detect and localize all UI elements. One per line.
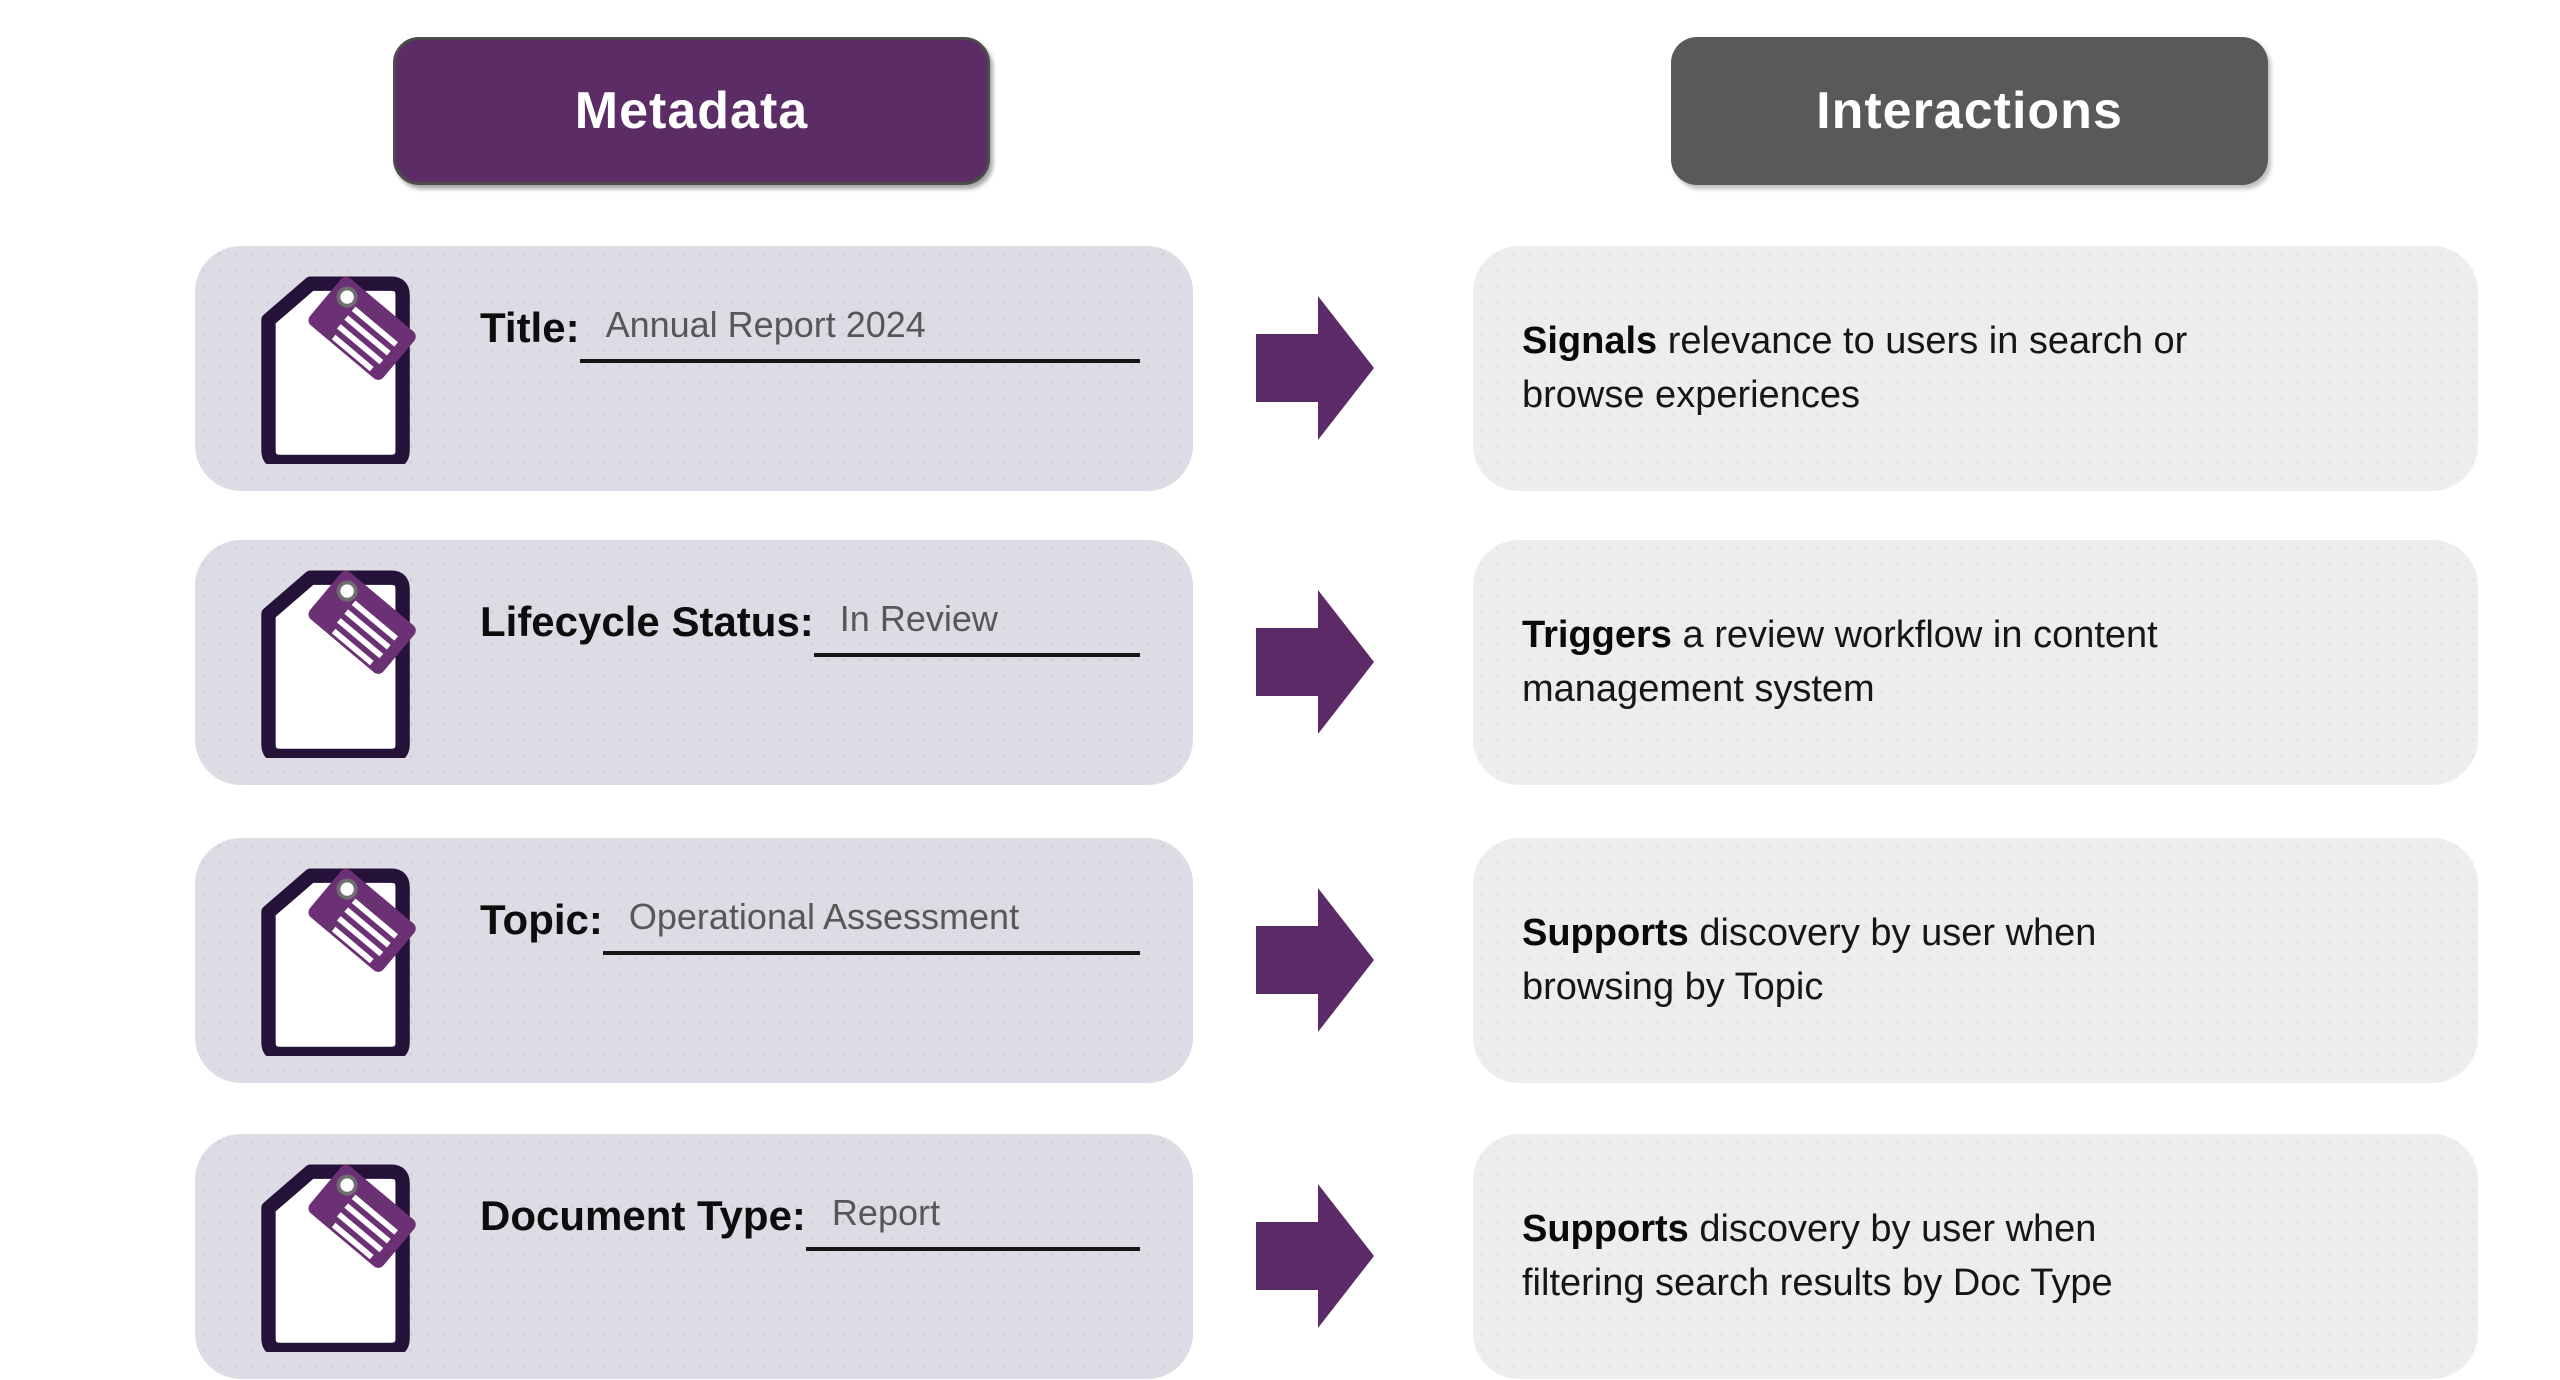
metadata-field: Lifecycle Status: In Review bbox=[480, 598, 1140, 658]
interaction-description: Supports discovery by user when filterin… bbox=[1473, 1203, 2113, 1311]
metadata-card: Lifecycle Status: In Review bbox=[195, 540, 1193, 785]
interaction-card: Supports discovery by user when browsing… bbox=[1473, 838, 2478, 1083]
field-value: Annual Report 2024 bbox=[579, 304, 1140, 364]
field-label: Document Type: bbox=[480, 1192, 806, 1240]
interaction-text-line1: discovery by user when bbox=[1688, 1207, 2097, 1250]
interaction-card: Signals relevance to users in search or … bbox=[1473, 246, 2478, 491]
document-with-tag-icon bbox=[261, 1164, 416, 1352]
interaction-description: Supports discovery by user when browsing… bbox=[1473, 907, 2096, 1015]
interaction-text-line2: management system bbox=[1522, 667, 1875, 710]
interaction-keyword: Triggers bbox=[1522, 613, 1672, 656]
document-with-tag-icon bbox=[261, 570, 416, 758]
metadata-row-lifecycle-status: Lifecycle Status: In Review Triggers a r… bbox=[0, 540, 2560, 785]
interaction-text-line1: discovery by user when bbox=[1688, 911, 2097, 954]
metadata-row-title: Title: Annual Report 2024 Signals releva… bbox=[0, 246, 2560, 491]
metadata-field: Title: Annual Report 2024 bbox=[480, 304, 1140, 364]
field-label: Title: bbox=[480, 304, 580, 352]
right-arrow-icon bbox=[1256, 296, 1374, 440]
right-arrow-icon bbox=[1256, 888, 1374, 1032]
metadata-field: Document Type: Report bbox=[480, 1192, 1140, 1252]
interaction-card: Supports discovery by user when filterin… bbox=[1473, 1134, 2478, 1379]
right-arrow-icon bbox=[1256, 1184, 1374, 1328]
interactions-header-label: Interactions bbox=[1816, 82, 2123, 140]
metadata-header-pill: Metadata bbox=[393, 37, 990, 185]
metadata-card: Title: Annual Report 2024 bbox=[195, 246, 1193, 491]
metadata-card: Document Type: Report bbox=[195, 1134, 1193, 1379]
metadata-header-label: Metadata bbox=[574, 82, 809, 140]
field-label: Topic: bbox=[480, 896, 603, 944]
interaction-text-line1: a review workflow in content bbox=[1671, 613, 2158, 656]
metadata-card: Topic: Operational Assessment bbox=[195, 838, 1193, 1083]
field-value: Operational Assessment bbox=[602, 896, 1140, 956]
interaction-text-line1: relevance to users in search or bbox=[1657, 319, 2188, 362]
interaction-keyword: Supports bbox=[1522, 1207, 1689, 1250]
interaction-card: Triggers a review workflow in content ma… bbox=[1473, 540, 2478, 785]
interaction-description: Triggers a review workflow in content ma… bbox=[1473, 609, 2158, 717]
interaction-description: Signals relevance to users in search or … bbox=[1473, 315, 2187, 423]
field-value: In Review bbox=[813, 598, 1140, 658]
interaction-keyword: Signals bbox=[1522, 319, 1658, 362]
interaction-text-line2: filtering search results by Doc Type bbox=[1522, 1261, 2113, 1304]
metadata-field: Topic: Operational Assessment bbox=[480, 896, 1140, 956]
document-with-tag-icon bbox=[261, 868, 416, 1056]
document-with-tag-icon bbox=[261, 276, 416, 464]
interaction-keyword: Supports bbox=[1522, 911, 1689, 954]
interaction-text-line2: browsing by Topic bbox=[1522, 965, 1824, 1008]
field-label: Lifecycle Status: bbox=[480, 598, 814, 646]
right-arrow-icon bbox=[1256, 590, 1374, 734]
metadata-row-topic: Topic: Operational Assessment Supports d… bbox=[0, 838, 2560, 1083]
field-value: Report bbox=[805, 1192, 1140, 1252]
interactions-header-pill: Interactions bbox=[1671, 37, 2268, 185]
interaction-text-line2: browse experiences bbox=[1522, 373, 1860, 416]
metadata-row-document-type: Document Type: Report Supports discovery… bbox=[0, 1134, 2560, 1379]
